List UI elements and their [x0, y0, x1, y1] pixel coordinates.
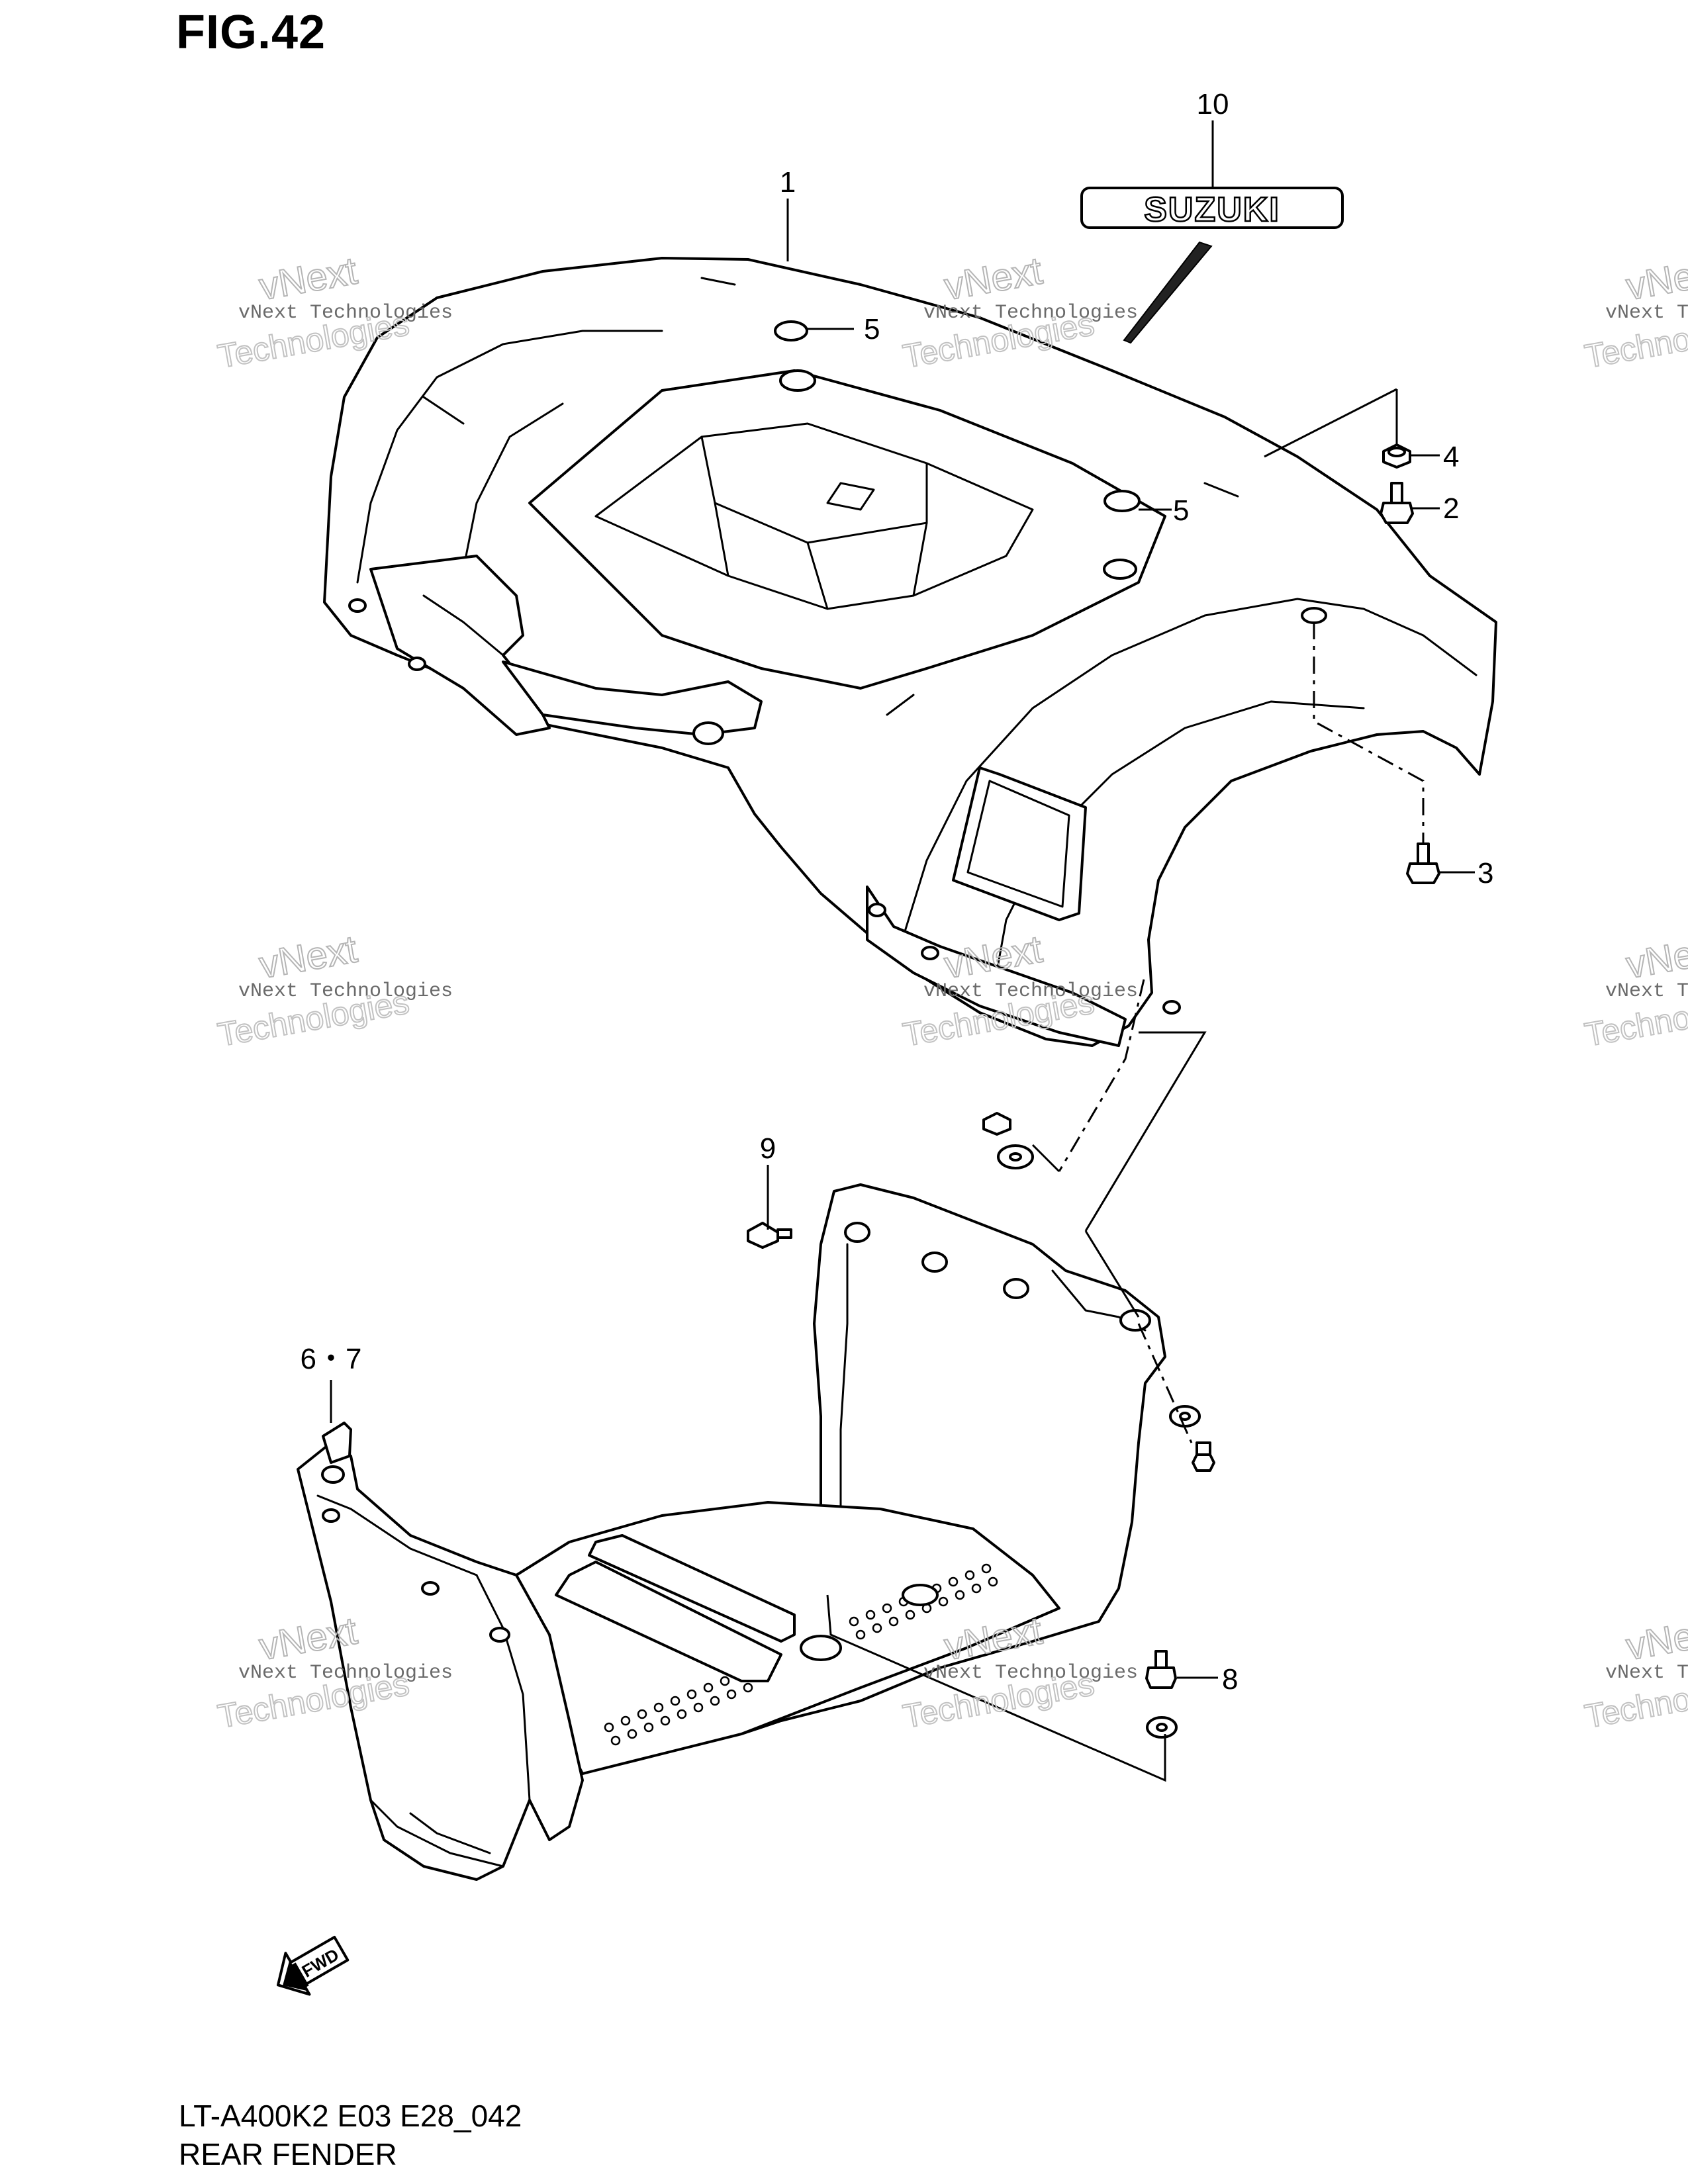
washer-and-screw-group — [1169, 1405, 1215, 1472]
callout-5-top: 5 — [864, 313, 880, 345]
svg-text:vNext Technologies: vNext Technologies — [1605, 980, 1688, 1003]
watermarks: vNext Technologies vNext Technologies vN… — [214, 248, 1688, 1735]
footboard-tread-pattern — [604, 1563, 998, 1746]
watermark: vNext Technologies vNext Technologies — [1581, 1608, 1688, 1735]
svg-text:vNext Technologies: vNext Technologies — [923, 302, 1138, 324]
svg-text:vNext: vNext — [941, 249, 1045, 308]
callout-3: 3 — [1477, 857, 1493, 889]
callout-9: 9 — [760, 1132, 776, 1165]
clip-part-9 — [747, 1222, 792, 1249]
suzuki-decal-text: SUZUKI — [1144, 191, 1280, 229]
bolt-part-2 — [1380, 482, 1414, 524]
rear-fender-part-1 — [323, 257, 1497, 1047]
svg-text:vNext Technologies: vNext Technologies — [238, 1662, 453, 1684]
figure-code: LT-A400K2 E03 E28_042 — [179, 2099, 522, 2133]
callout-labels: 1 10 5 5 4 2 3 9 6・7 8 — [301, 88, 1494, 1696]
bolt-and-washer-part-8 — [1145, 1650, 1178, 1739]
forward-direction-arrow: FWD — [277, 1935, 350, 1996]
svg-text:vNext Technologies: vNext Technologies — [923, 1662, 1138, 1684]
leader-lines — [330, 120, 1475, 1782]
figure-name: REAR FENDER — [179, 2137, 397, 2171]
watermark: vNext Technologies vNext Technologies — [1581, 927, 1688, 1054]
svg-text:vNext: vNext — [1623, 1609, 1688, 1668]
svg-text:vNext Technologies: vNext Technologies — [238, 980, 453, 1003]
svg-text:vNext: vNext — [1623, 249, 1688, 308]
bolt-part-3 — [1406, 842, 1440, 884]
watermark: vNext Technologies vNext Technologies — [1581, 248, 1688, 375]
svg-text:vNext: vNext — [256, 249, 360, 308]
watermark: vNext Technologies vNext Technologies — [900, 927, 1138, 1054]
callout-8: 8 — [1222, 1663, 1238, 1696]
nut-part-4 — [1382, 443, 1411, 469]
svg-text:vNext Technologies: vNext Technologies — [1605, 302, 1688, 324]
svg-text:vNext: vNext — [256, 927, 360, 987]
callout-5-right: 5 — [1173, 494, 1189, 527]
callout-10: 10 — [1197, 88, 1229, 120]
callout-4: 4 — [1443, 441, 1459, 473]
callout-6-7: 6・7 — [301, 1343, 362, 1375]
nut-and-washer-group — [982, 1112, 1034, 1169]
svg-text:vNext Technologies: vNext Technologies — [923, 980, 1138, 1003]
svg-text:vNext: vNext — [1623, 927, 1688, 987]
callout-1: 1 — [780, 166, 796, 199]
figure-title: FIG.42 — [176, 6, 326, 59]
watermark: vNext Technologies vNext Technologies — [214, 927, 453, 1054]
callout-2: 2 — [1443, 492, 1459, 525]
svg-text:vNext Technologies: vNext Technologies — [238, 302, 453, 324]
footrest-mudguard-part-6-7 — [297, 1183, 1166, 1881]
suzuki-decal-part-10: SUZUKI — [1080, 187, 1344, 344]
svg-text:vNext Technologies: vNext Technologies — [1605, 1662, 1688, 1684]
